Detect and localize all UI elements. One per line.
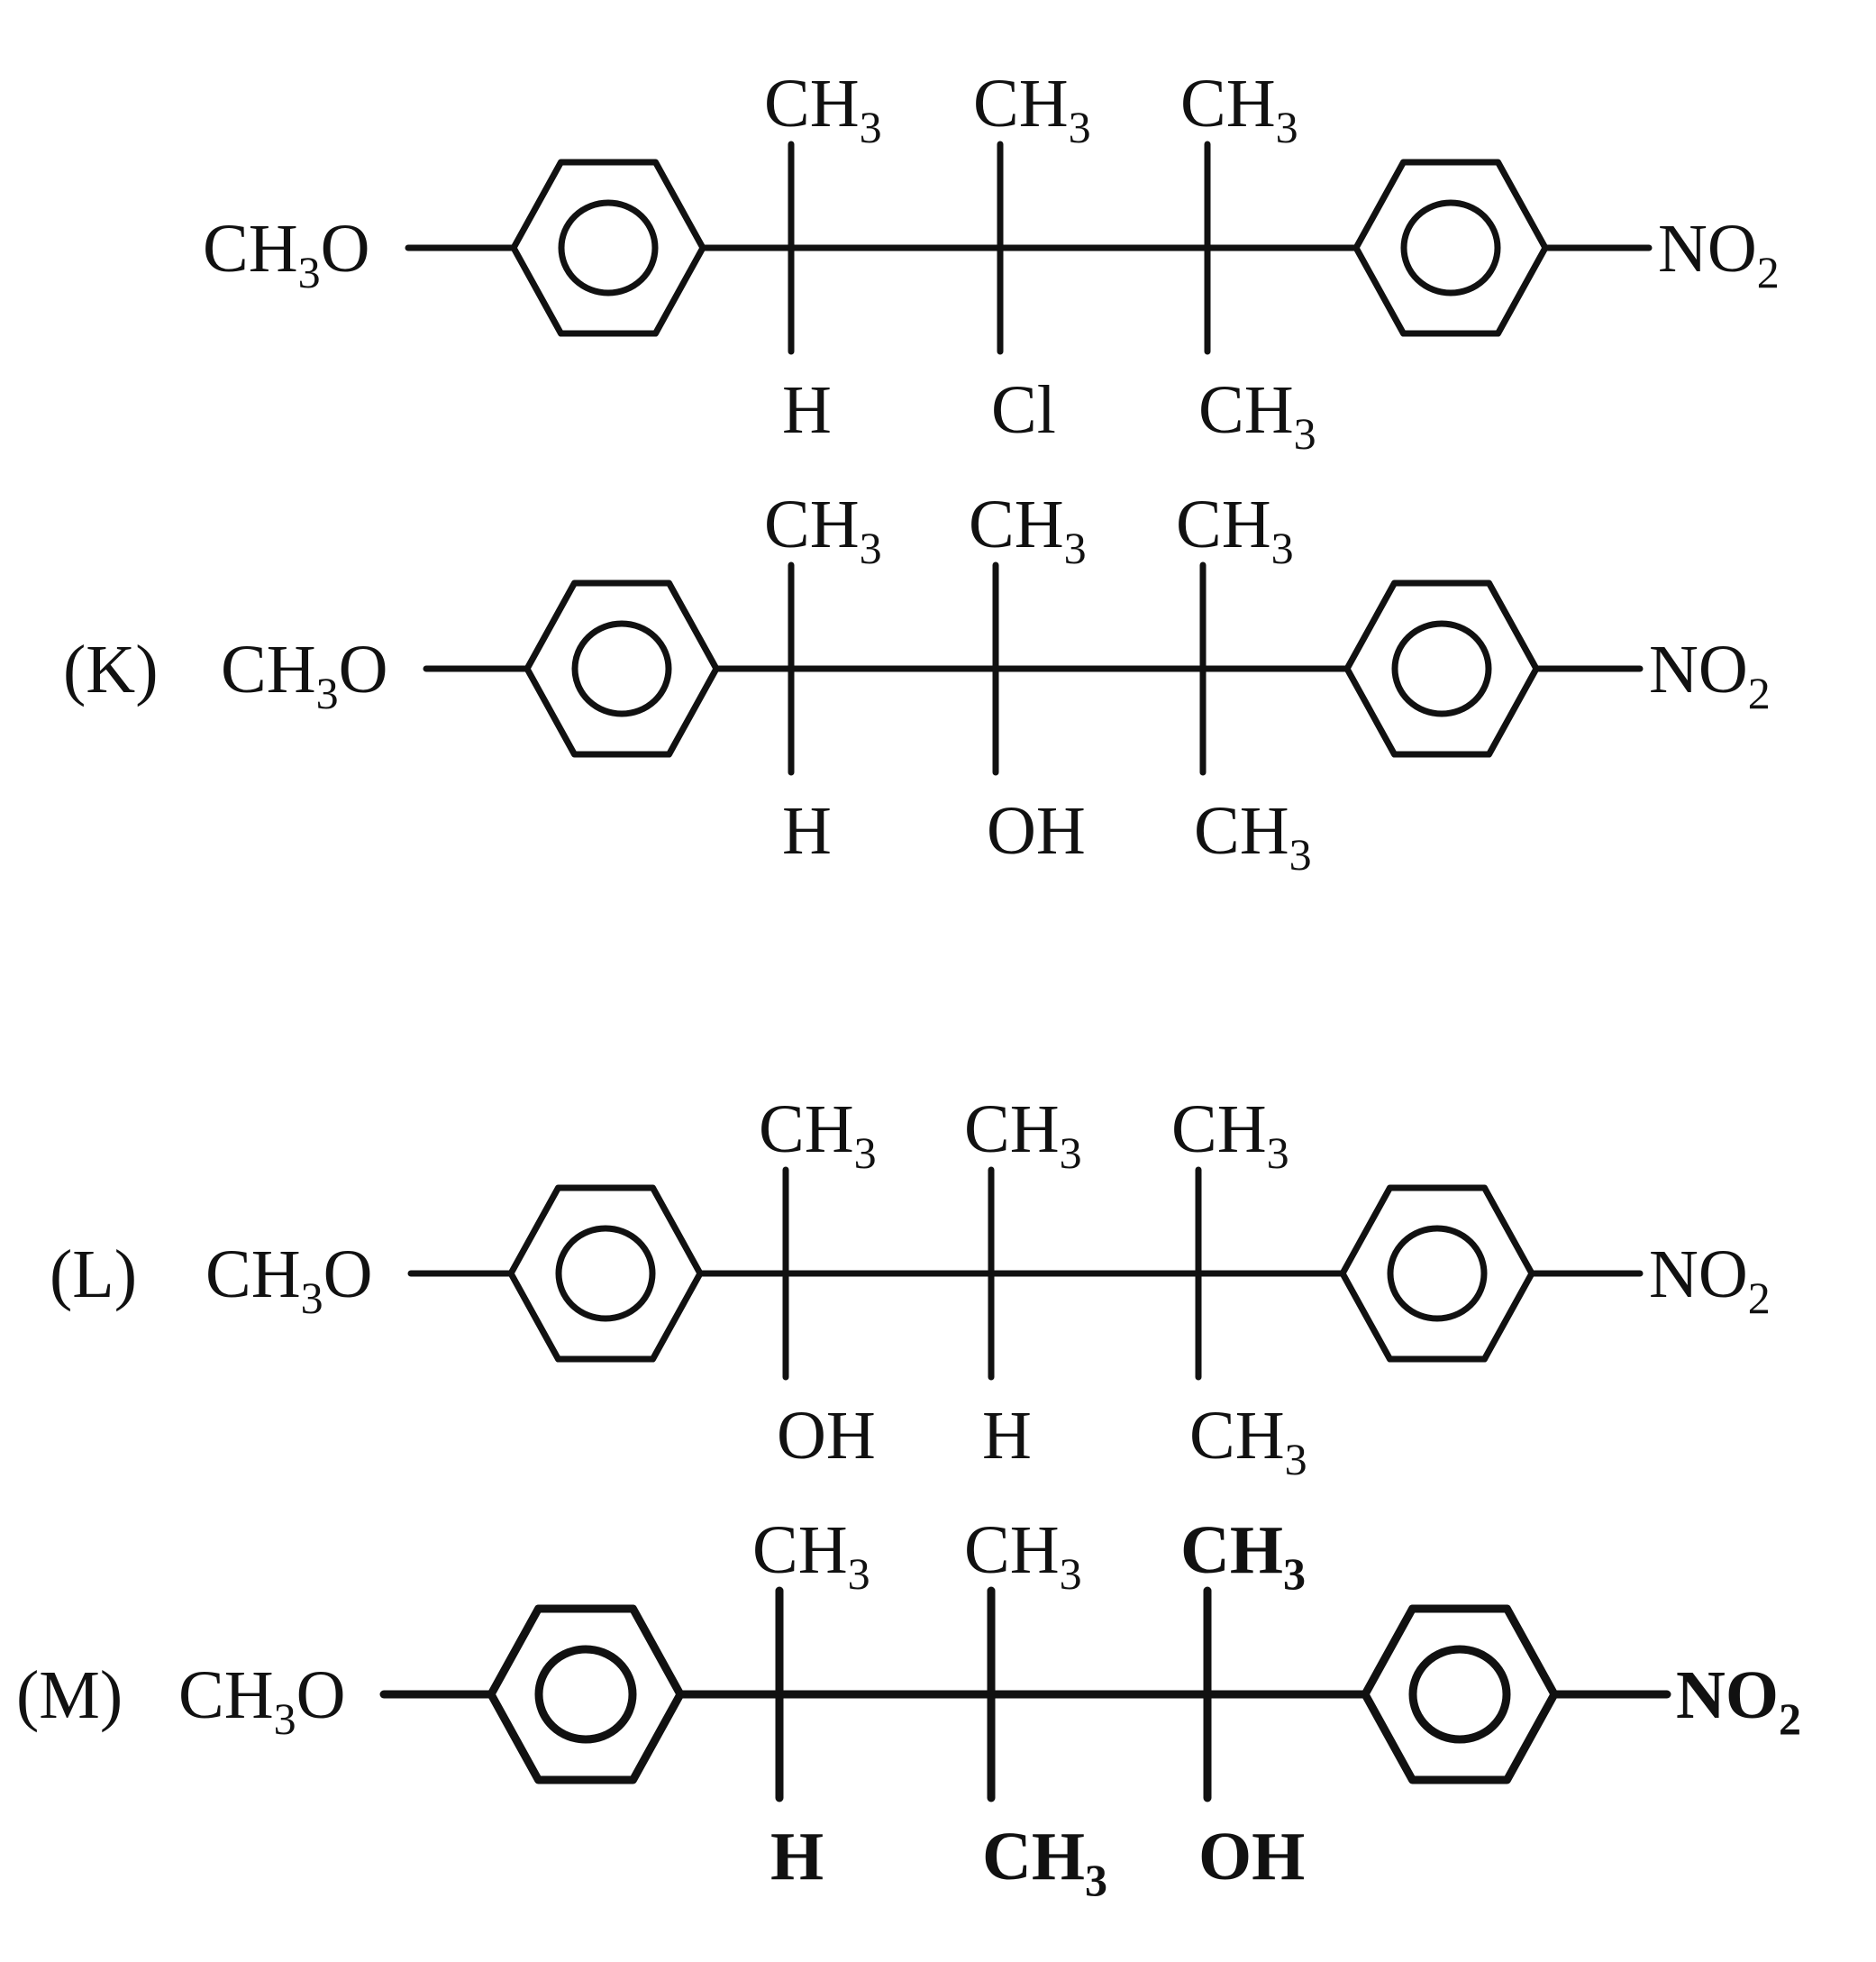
methoxy-group: CH3O [203, 211, 369, 297]
substituent-above: CH3 [759, 1091, 877, 1178]
benzene-ring-right [1361, 1604, 1559, 1784]
hexagon [507, 1184, 704, 1363]
hexagon [524, 579, 720, 758]
aromatic-circle [558, 199, 659, 297]
substituent-above: CH3 [1180, 66, 1298, 152]
benzene-ring-left [487, 1604, 685, 1784]
benzene-ring-left [507, 1184, 704, 1363]
substituent-above: CH3 [752, 1512, 870, 1599]
substituent-above: CH3 [969, 487, 1087, 573]
substituent-above: CH3 [764, 487, 882, 573]
substituent-above: CH3 [964, 1512, 1082, 1599]
substituent-above: CH3 [1180, 1512, 1306, 1599]
substituent-above: CH3 [764, 66, 882, 152]
benzene-ring-left [524, 579, 720, 758]
substituent-below: Cl [991, 372, 1056, 448]
substituent-above: CH3 [964, 1091, 1082, 1178]
substituent-below: OH [1198, 1819, 1305, 1894]
substituent-below: CH3 [1194, 793, 1312, 880]
nitro-group: NO2 [1649, 632, 1771, 718]
hexagon [1339, 1184, 1535, 1363]
substituent-below: OH [777, 1398, 876, 1474]
aromatic-circle [1387, 1225, 1488, 1322]
structure-label: (L) [50, 1237, 137, 1312]
aromatic-circle [1408, 1645, 1511, 1744]
aromatic-circle [1391, 620, 1492, 717]
hexagon [1352, 159, 1549, 337]
benzene-ring-left [510, 159, 706, 337]
substituent-below: H [982, 1398, 1032, 1474]
hexagon [487, 1604, 685, 1784]
substituent-below: CH3 [982, 1819, 1107, 1905]
benzene-ring-right [1343, 579, 1540, 758]
methoxy-group: CH3O [178, 1657, 345, 1744]
benzene-ring-right [1352, 159, 1549, 337]
substituent-above: CH3 [973, 66, 1091, 152]
methoxy-group: CH3O [221, 632, 387, 718]
aromatic-circle [1400, 199, 1501, 297]
nitro-group: NO2 [1676, 1657, 1801, 1744]
substituent-below: OH [987, 793, 1086, 869]
substituent-below: H [782, 793, 832, 869]
benzene-ring-right [1339, 1184, 1535, 1363]
aromatic-circle [534, 1645, 637, 1744]
aromatic-circle [555, 1225, 656, 1322]
substituent-below: CH3 [1198, 372, 1316, 459]
aromatic-circle [571, 620, 672, 717]
structure-label: (K) [63, 632, 159, 707]
hexagon [510, 159, 706, 337]
hexagon [1343, 579, 1540, 758]
nitro-group: NO2 [1658, 211, 1780, 297]
structure-label: (M) [16, 1657, 123, 1733]
substituent-above: CH3 [1171, 1091, 1289, 1178]
nitro-group: NO2 [1649, 1237, 1771, 1323]
substituent-below: CH3 [1189, 1398, 1307, 1484]
methoxy-group: CH3O [205, 1237, 372, 1323]
substituent-above: CH3 [1176, 487, 1294, 573]
substituent-below: H [770, 1819, 824, 1894]
hexagon [1361, 1604, 1559, 1784]
substituent-below: H [782, 372, 832, 448]
